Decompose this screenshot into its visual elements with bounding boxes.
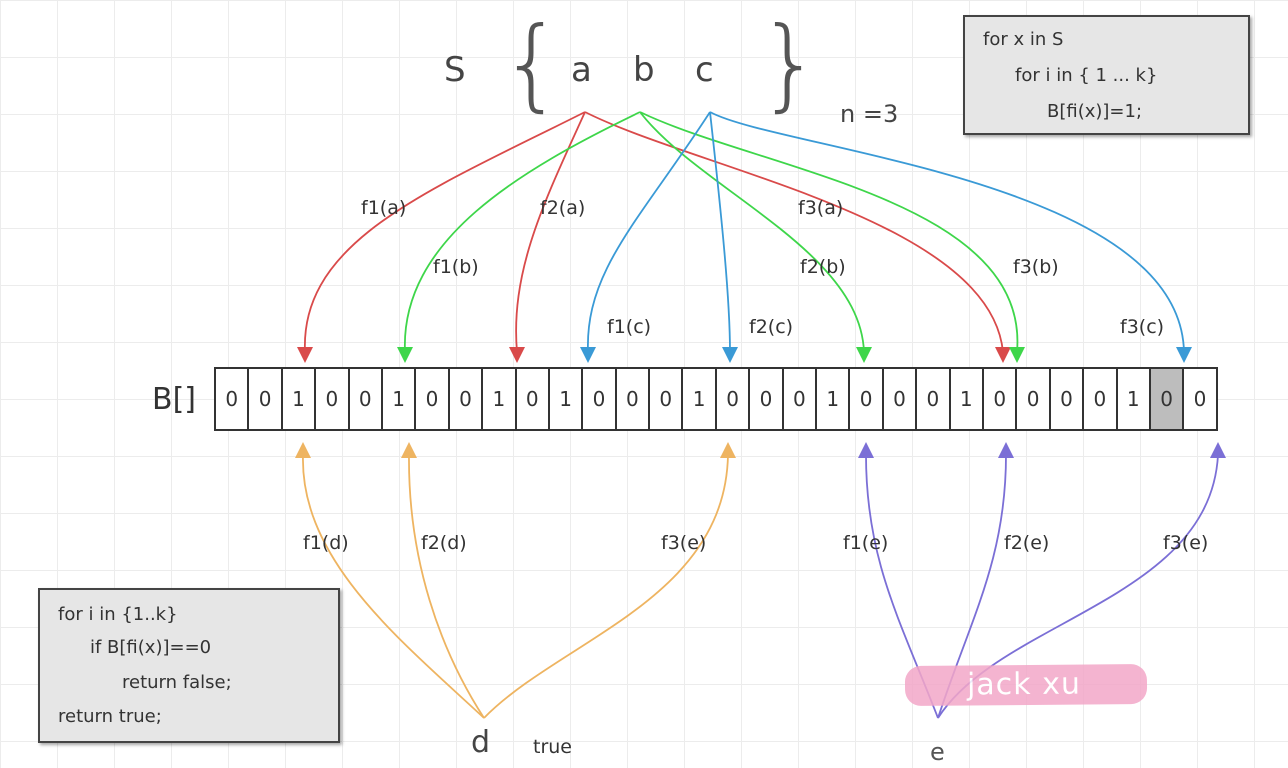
query-code-box: for i in {1..k} if B[fi(x)]==0 return fa… xyxy=(38,588,340,743)
arrow-f2e xyxy=(998,442,1014,458)
bit-cell: 0 xyxy=(1082,367,1118,431)
arrow-f1e xyxy=(858,442,874,458)
set-element-b: b xyxy=(633,50,655,90)
edge-f1b xyxy=(404,111,641,353)
bit-cell: 1 xyxy=(481,367,517,431)
arrow-f2d xyxy=(401,442,417,458)
edge-f1d xyxy=(302,454,485,719)
query-element-d: d xyxy=(471,725,491,760)
arrow-f2a xyxy=(509,347,525,363)
arrow-f3d xyxy=(720,442,736,458)
bit-cell: 1 xyxy=(1115,367,1151,431)
bit-cell: 0 xyxy=(1182,367,1218,431)
edge-f3d xyxy=(483,454,729,719)
label-f3e-right: f3(e) xyxy=(1163,532,1209,554)
set-close-brace: } xyxy=(758,5,822,122)
bit-cell: 0 xyxy=(614,367,651,431)
bit-cell: 0 xyxy=(915,367,951,431)
label-f1b: f1(b) xyxy=(433,256,479,278)
label-f1c: f1(c) xyxy=(607,316,652,338)
label-f1d: f1(d) xyxy=(303,532,349,554)
label-f3e-left: f3(e) xyxy=(661,532,707,554)
bit-cell: 0 xyxy=(214,367,250,431)
edge-f3b xyxy=(639,111,1019,353)
edge-f1c xyxy=(587,111,711,353)
insert-code-line-2: for i in { 1 ... k} xyxy=(1015,65,1158,86)
edge-f3a xyxy=(584,111,1004,353)
insert-code-box: for x in S for i in { 1 ... k} B[fi(x)]=… xyxy=(963,15,1250,135)
query-result-d: true xyxy=(533,736,572,758)
query-code-line-4: return true; xyxy=(58,706,162,727)
query-code-line-1: for i in {1..k} xyxy=(58,604,178,625)
bit-cell: 0 xyxy=(514,367,550,431)
bit-cell: 0 xyxy=(981,367,1018,431)
watermark-text: jack xu xyxy=(966,666,1082,703)
set-open-brace: { xyxy=(500,5,564,122)
edge-f2d xyxy=(408,454,485,719)
label-f2d: f2(d) xyxy=(421,532,467,554)
watermark: jack xu xyxy=(904,663,1148,707)
arrow-f3a xyxy=(995,347,1011,363)
bit-cell: 0 xyxy=(881,367,918,431)
label-f2e: f2(e) xyxy=(1004,532,1050,554)
bit-cell: 0 xyxy=(848,367,884,431)
set-size-label: n =3 xyxy=(840,100,899,128)
edge-f1a xyxy=(304,111,586,353)
bit-cell: 0 xyxy=(414,367,450,431)
bit-cell: 1 xyxy=(681,367,717,431)
bit-cell: 0 xyxy=(247,367,283,431)
bit-cell: 1 xyxy=(547,367,584,431)
label-f1a: f1(a) xyxy=(361,197,407,219)
arrow-f1d xyxy=(295,442,311,458)
arrow-f2b xyxy=(856,347,872,363)
insert-code-line-3: B[fi(x)]=1; xyxy=(1047,101,1143,122)
label-f3c: f3(c) xyxy=(1120,316,1165,338)
arrow-f3e xyxy=(1210,442,1226,458)
arrow-f2c xyxy=(722,347,738,363)
bit-cell: 1 xyxy=(815,367,851,431)
query-element-e: e xyxy=(930,738,945,766)
bit-cell: 0 xyxy=(581,367,617,431)
bit-cell: 0 xyxy=(748,367,784,431)
edge-f2c xyxy=(709,111,731,353)
bit-cell: 1 xyxy=(280,367,317,431)
bit-cell: 0 xyxy=(1148,367,1185,431)
insert-code-line-1: for x in S xyxy=(983,29,1064,50)
arrow-f1a xyxy=(297,347,313,363)
array-name: B[] xyxy=(152,382,196,417)
bit-cell: 1 xyxy=(380,367,417,431)
set-element-c: c xyxy=(695,50,714,90)
edge-f2b xyxy=(639,111,865,353)
bit-cell: 0 xyxy=(347,367,383,431)
arrow-f3b xyxy=(1009,347,1025,363)
edge-f3c xyxy=(709,111,1185,353)
arrow-f1b xyxy=(397,347,413,363)
bit-cell: 0 xyxy=(714,367,751,431)
label-f3a: f3(a) xyxy=(798,197,844,219)
bit-cell: 0 xyxy=(314,367,350,431)
bit-cell: 0 xyxy=(648,367,684,431)
arrow-f3c xyxy=(1176,347,1192,363)
label-f1e: f1(e) xyxy=(843,532,889,554)
bit-cell: 0 xyxy=(781,367,818,431)
bit-cell: 0 xyxy=(447,367,484,431)
label-f2c: f2(c) xyxy=(749,316,794,338)
bit-cell: 0 xyxy=(1048,367,1085,431)
arrow-f1c xyxy=(580,347,596,363)
edge-f2a xyxy=(515,111,586,353)
label-f3b: f3(b) xyxy=(1013,256,1059,278)
query-code-line-2: if B[fi(x)]==0 xyxy=(90,637,212,658)
query-code-line-3: return false; xyxy=(122,672,232,693)
set-element-a: a xyxy=(571,50,592,90)
label-f2b: f2(b) xyxy=(800,256,846,278)
bit-cell: 0 xyxy=(1015,367,1051,431)
label-f2a: f2(a) xyxy=(540,197,586,219)
set-name: S xyxy=(444,50,466,90)
bit-cell: 1 xyxy=(948,367,984,431)
